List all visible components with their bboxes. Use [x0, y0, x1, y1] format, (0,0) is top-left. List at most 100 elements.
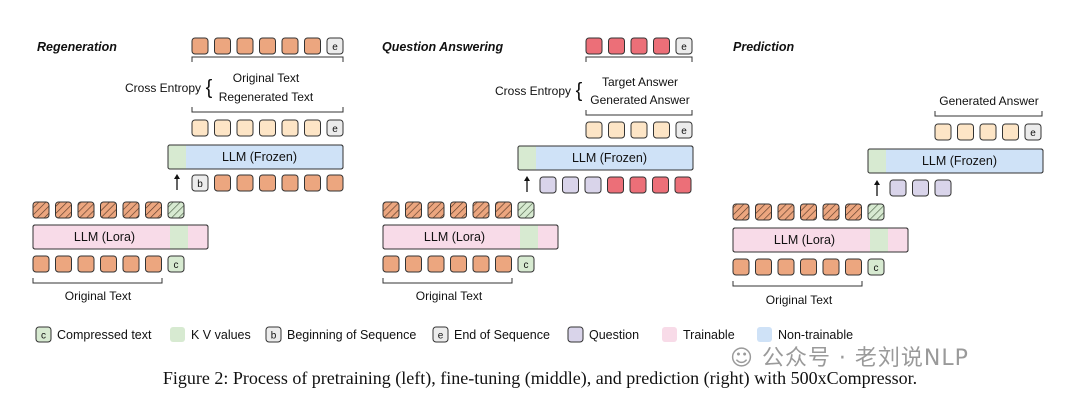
llm-lora-label: LLM (Lora) [74, 230, 135, 244]
target-row-token [191, 37, 209, 55]
encoder-input-row-token: c [867, 258, 885, 276]
bottom-label: Original Text [416, 289, 483, 303]
decoder-input-row-token-letter: b [197, 179, 203, 190]
encoder-input-row-token-box [517, 255, 535, 273]
generated-row-token-box [214, 119, 231, 137]
decoder-input-row-token [607, 176, 624, 194]
encoder-input-row-token: c [167, 255, 185, 273]
kv-hatched-row-token-box [472, 201, 490, 219]
legend-label: Compressed text [57, 328, 152, 342]
kv-hatched-row-token [32, 201, 50, 219]
kv-hatched-row-token-box [867, 203, 885, 221]
decoder-input-row-token-box [562, 176, 579, 194]
encoder-input-row-token-box [77, 255, 95, 273]
kv-hatched-row-token-box [122, 201, 140, 219]
decoder-input-row-token-box [236, 174, 254, 192]
generated-row-token-box [1024, 123, 1042, 141]
encoder-input-row-token [55, 255, 72, 273]
arrow-up [524, 176, 530, 192]
legend-item-question: Question [567, 326, 639, 343]
encoder-input-row-token [450, 255, 467, 273]
decoder-input-row-token [934, 179, 952, 197]
decoder-input-row-token-box [304, 174, 321, 192]
decoder-input-row-token [629, 176, 647, 194]
target-row-token [214, 37, 231, 55]
encoder-input-row-token [77, 255, 95, 273]
generated-row-token [630, 121, 648, 139]
llm-lora-label: LLM (Lora) [424, 230, 485, 244]
kv-hatched-row-token [867, 203, 885, 221]
llm-lora: LLM (Lora) [732, 227, 909, 253]
kv-hatched-row-token [495, 201, 512, 219]
arrow-up [874, 180, 880, 196]
kv-hatched-row-token [845, 203, 862, 221]
kv-hatched-row-token-box [845, 203, 862, 221]
encoder-input-row-token [32, 255, 50, 273]
target-row-token: e [675, 37, 693, 55]
generated-row-token [191, 119, 209, 137]
generated-row-token: e [326, 119, 344, 137]
loss-top-label: Target Answer [602, 75, 678, 89]
arrow-head [524, 176, 530, 181]
generated-row-token [957, 123, 974, 141]
kv-hatched-row-token [382, 201, 400, 219]
kv-hatched-row-token [122, 201, 140, 219]
generated-row-token-box [957, 123, 974, 141]
generated-row-token-box [675, 121, 693, 139]
target-row-token [259, 37, 276, 55]
decoder-input-row-token-box [912, 179, 929, 197]
encoder-input-row-token-box [145, 255, 162, 273]
encoder-input-row-token [732, 258, 750, 276]
generated-row-token-letter: e [1030, 128, 1036, 139]
generated-bracket [585, 110, 693, 116]
target-row-token-box [326, 37, 344, 55]
kv-hatched-row-token-box [167, 201, 185, 219]
encoder-input-row-token [382, 255, 400, 273]
encoder-input-row-token-box [777, 258, 795, 276]
kv-hatched-row-token [450, 201, 467, 219]
loss-top-label: Original Text [233, 71, 300, 85]
decoder-input-row-token [912, 179, 929, 197]
target-row-token-letter: e [332, 42, 338, 53]
target-row-token-box [191, 37, 209, 55]
generated-row-token [585, 121, 603, 139]
legend-label: K V values [191, 328, 251, 342]
generated-row-token-box [259, 119, 276, 137]
decoder-input-row-token [214, 174, 231, 192]
loss-label: Cross Entropy [125, 81, 201, 95]
kv-hatched-row-token-box [382, 201, 400, 219]
llm-lora: LLM (Lora) [32, 224, 209, 250]
llm-frozen-label: LLM (Frozen) [572, 151, 647, 165]
encoder-input-row-token-box [472, 255, 490, 273]
generated-row-token-box [326, 119, 344, 137]
generated-row-token-box [585, 121, 603, 139]
encoder-input-row-token-box [427, 255, 445, 273]
generated-row-token-box [653, 121, 670, 139]
decoder-input-row-token-box [214, 174, 231, 192]
generated-row-token-box [236, 119, 254, 137]
kv-segment [518, 146, 536, 170]
panel-title-prediction: Prediction [733, 40, 794, 54]
kv-hatched-row-token-box [822, 203, 840, 221]
decoder-input-row-token [326, 174, 344, 192]
kv-hatched-row-token-box [145, 201, 162, 219]
encoder-input-row-token-box [32, 255, 50, 273]
generated-row-token [236, 119, 254, 137]
kv-hatched-row-token-box [755, 203, 772, 221]
encoder-input-row-token [845, 258, 862, 276]
bottom-label: Original Text [766, 293, 833, 307]
generated-row-token-letter: e [681, 126, 687, 137]
kv-hatched-row-token-box [427, 201, 445, 219]
legend-glyph: b [271, 331, 277, 342]
llm-lora-border [732, 227, 909, 253]
generated-row-token-box [630, 121, 648, 139]
kv-hatched-row-token [405, 201, 422, 219]
arrow-head [174, 174, 180, 179]
kv-hatched-row-token-box [77, 201, 95, 219]
target-row-token-letter: e [681, 42, 687, 53]
generated-bracket [934, 111, 1043, 117]
decoder-input-row-token [539, 176, 557, 194]
legend-item-trainable: Trainable [662, 327, 735, 342]
legend-swatch [662, 327, 677, 342]
kv-segment [170, 225, 188, 249]
